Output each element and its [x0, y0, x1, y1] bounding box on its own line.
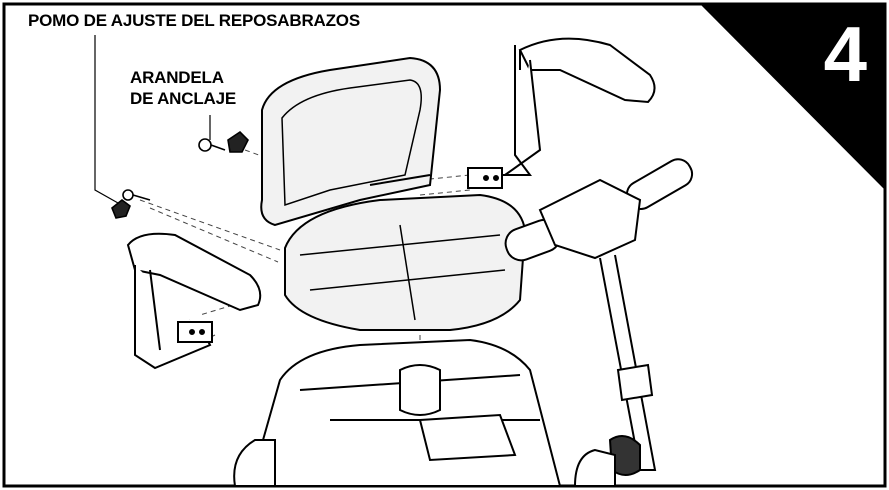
knob-left [111, 189, 151, 219]
anchor-washer-label-line2: DE ANCLAJE [130, 89, 236, 108]
washer-upper [198, 130, 249, 153]
anchor-washer-label: ARANDELA DE ANCLAJE [130, 67, 236, 109]
armrest-right [467, 37, 656, 189]
step-number: 4 [823, 10, 867, 98]
armrest-knob-label: POMO DE AJUSTE DEL REPOSABRAZOS [28, 11, 360, 30]
step-corner-badge [700, 4, 885, 190]
leader-lines [94, 35, 211, 204]
anchor-washer-label-line1: ARANDELA [130, 68, 224, 87]
seat-back [260, 56, 442, 227]
tiller [504, 158, 694, 476]
seat-cushion [284, 193, 527, 331]
scooter-base [233, 338, 616, 487]
armrest-left [126, 232, 262, 370]
